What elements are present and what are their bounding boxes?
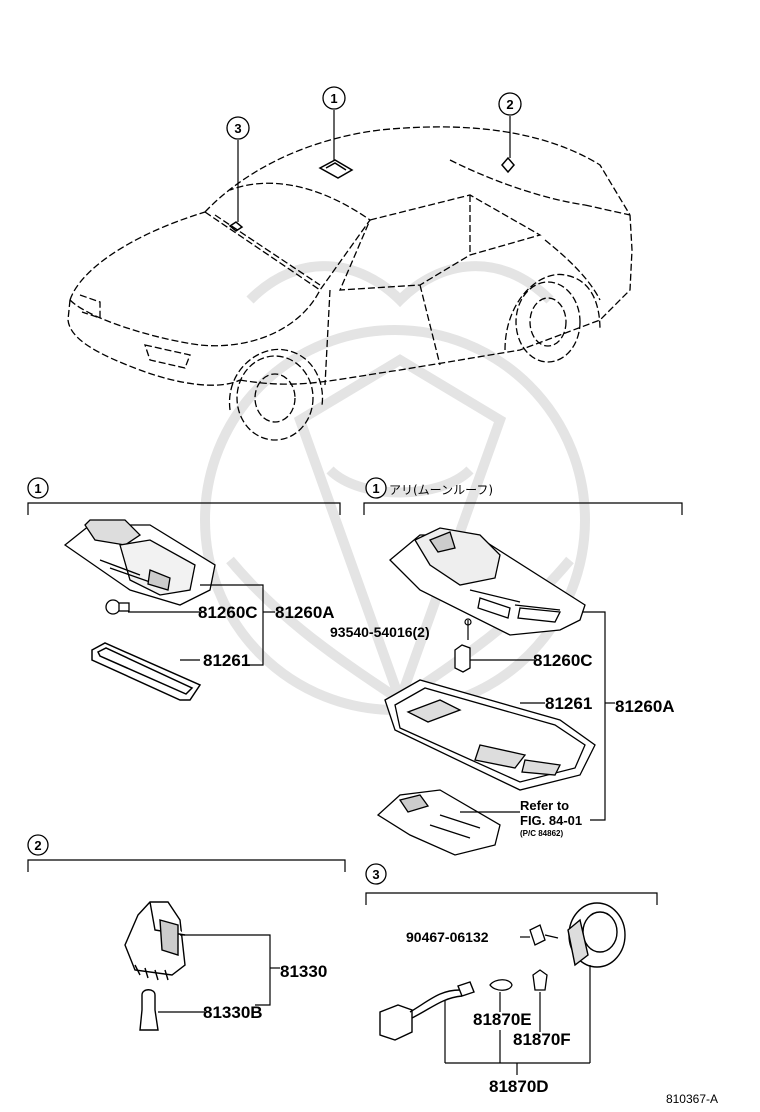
part-81261-right: 81261	[545, 694, 592, 713]
bulb-81870e	[489, 979, 513, 991]
section-1-right-header: 1 アリ(ムーンルーフ)	[363, 477, 683, 515]
callout-number: 3	[372, 867, 379, 882]
switch-assembly	[376, 789, 501, 856]
car-lamp-markers	[228, 156, 515, 232]
section-3-header: 3	[365, 863, 658, 905]
bulb-81260c-left	[105, 599, 130, 615]
callout-number: 1	[34, 481, 41, 496]
part-81260c-left: 81260C	[198, 603, 258, 622]
part-90467-06132: 90467-06132	[406, 929, 489, 945]
section-2-header: 2	[27, 834, 346, 872]
bulb-81260c-right	[454, 644, 471, 673]
section-2-leaders	[158, 934, 280, 1013]
refer-pc-label: (P/C 84862)	[520, 829, 563, 838]
part-81870d: 81870D	[489, 1077, 549, 1096]
part-81330: 81330	[280, 962, 327, 981]
diagram-id: 810367-A	[666, 1092, 718, 1106]
car-callout-2: 2	[498, 92, 522, 116]
part-81870e: 81870E	[473, 1010, 532, 1029]
part-93540-54016: 93540-54016(2)	[330, 624, 430, 640]
screw-93540	[464, 618, 472, 640]
moonroof-note: アリ(ムーンルーフ)	[389, 483, 493, 497]
courtesy-lamp-81330	[124, 901, 186, 981]
socket-81870f	[532, 969, 548, 991]
lamp-wire-harness	[379, 981, 475, 1041]
lens-81261-right	[384, 679, 596, 791]
callout-number: 2	[506, 97, 513, 112]
part-81260c-right: 81260C	[533, 651, 593, 670]
part-81260a-right: 81260A	[615, 697, 675, 716]
section-1-left-header: 1	[27, 477, 341, 515]
part-81260a-left: 81260A	[275, 603, 335, 622]
callout-number: 3	[234, 121, 241, 136]
car-callout-1: 1	[322, 86, 346, 110]
refer-to-label: Refer to	[520, 798, 569, 813]
part-81330b: 81330B	[203, 1003, 263, 1022]
callout-number: 1	[372, 481, 379, 496]
callout-number: 2	[34, 838, 41, 853]
car-outline	[67, 126, 633, 441]
dome-lamp-housing-moonroof	[389, 527, 586, 636]
part-81261-left: 81261	[203, 651, 250, 670]
screw-90467	[529, 924, 559, 946]
bulb-81330b	[139, 989, 159, 1031]
ignition-ring-lamp	[567, 902, 626, 968]
dome-lamp-housing	[63, 519, 216, 606]
refer-fig-label: FIG. 84-01	[520, 813, 582, 828]
callout-number: 1	[330, 91, 337, 106]
lens-81261-left	[91, 642, 202, 701]
section-1-left-leaders	[128, 584, 275, 666]
section-3-leaders	[444, 936, 591, 1075]
car-callout-leaders	[237, 110, 511, 222]
car-callout-3: 3	[226, 116, 250, 140]
part-81870f: 81870F	[513, 1030, 571, 1049]
section-1-right-leaders	[460, 611, 615, 821]
